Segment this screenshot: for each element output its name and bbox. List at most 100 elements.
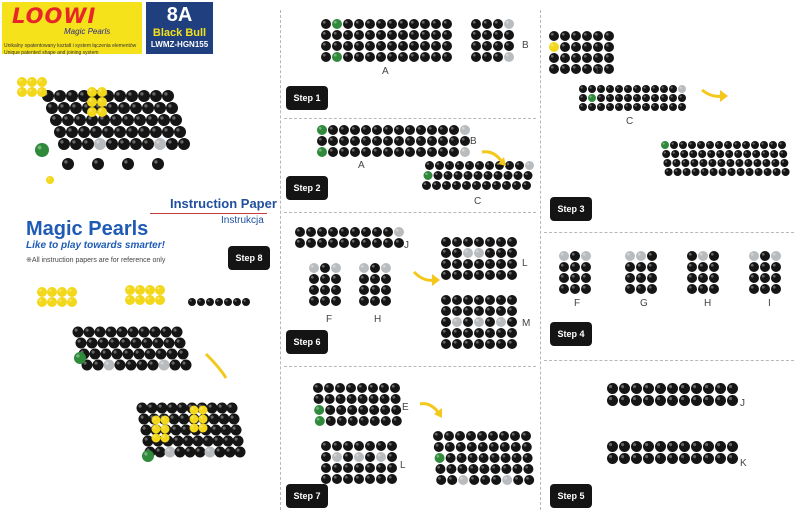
pearl-highlight	[705, 385, 709, 389]
pearl	[54, 90, 66, 102]
pearl-highlight	[682, 160, 686, 163]
pearl-highlight	[322, 464, 326, 468]
pearl-highlight	[464, 340, 468, 344]
pearl	[320, 296, 330, 306]
pearl	[376, 19, 386, 29]
pearl	[778, 141, 786, 149]
step-1-part-a-grid	[321, 19, 452, 62]
part-label-b: B	[470, 136, 477, 147]
pearl-highlight	[501, 443, 505, 447]
pearl-highlight	[525, 465, 529, 469]
pearl-highlight	[690, 151, 693, 154]
pearl	[651, 94, 659, 102]
pearl	[160, 424, 170, 434]
pearl-highlight	[691, 160, 695, 163]
pearl	[524, 475, 535, 485]
pearl-highlight	[486, 340, 490, 344]
pearl	[320, 285, 330, 295]
pearl	[681, 159, 690, 167]
pearl-highlight	[497, 238, 501, 242]
pearl-highlight	[56, 92, 60, 96]
step-6-part-j	[295, 227, 404, 248]
pearl	[521, 431, 531, 441]
pearl-highlight	[310, 275, 314, 279]
pearl	[472, 181, 481, 190]
pearl	[715, 395, 726, 406]
pearl-highlight	[388, 42, 392, 46]
pearl	[512, 181, 521, 190]
pearl-highlight	[605, 65, 609, 69]
pearl-highlight	[338, 406, 341, 410]
pearl	[691, 168, 700, 176]
pearl-highlight	[406, 126, 410, 130]
pearl	[733, 141, 741, 149]
pearl	[166, 138, 178, 150]
pearl-highlight	[355, 442, 359, 446]
pearl-highlight	[226, 448, 230, 452]
pearl	[314, 405, 325, 415]
pearl-highlight	[336, 384, 340, 388]
pearl	[597, 103, 605, 111]
pearl-highlight	[513, 454, 517, 458]
pearl-highlight	[366, 42, 370, 46]
pearl	[372, 227, 382, 237]
pearl-highlight	[781, 160, 785, 163]
pearl-highlight	[84, 104, 88, 108]
pearl-highlight	[681, 385, 685, 389]
pearl-highlight	[508, 271, 512, 275]
pearl	[98, 114, 110, 126]
pearl	[138, 413, 150, 425]
pearl-highlight	[156, 140, 160, 144]
pearl-highlight	[465, 172, 468, 176]
pearl	[394, 238, 404, 248]
pearl	[383, 147, 393, 157]
pearl	[182, 435, 194, 447]
pearl	[474, 295, 484, 305]
pearl-highlight	[437, 465, 441, 469]
pearl	[357, 394, 368, 404]
part-label-m: M	[522, 318, 531, 329]
pearl	[390, 383, 400, 393]
pearl	[452, 328, 462, 338]
pearl-highlight	[72, 104, 76, 108]
pearl	[381, 285, 391, 295]
pearl	[615, 103, 623, 111]
pearl-highlight	[142, 426, 146, 430]
pearl	[325, 405, 336, 415]
pearl-highlight	[204, 437, 208, 441]
pearl-highlight	[58, 288, 62, 292]
pearl-highlight	[486, 307, 490, 311]
pearl	[651, 103, 659, 111]
pearl	[727, 453, 738, 464]
pearl	[664, 168, 673, 176]
pearl-highlight	[625, 86, 628, 89]
pearl-highlight	[153, 417, 156, 420]
pearl-highlight	[200, 416, 203, 419]
pearl-highlight	[179, 350, 183, 354]
pearl	[37, 297, 47, 307]
pearl	[772, 168, 781, 176]
pearl	[491, 475, 502, 485]
pearl	[325, 416, 336, 426]
pearl	[180, 424, 192, 436]
pearl	[92, 359, 104, 371]
pearl-highlight	[514, 465, 518, 469]
pearl	[168, 413, 180, 425]
pearl	[361, 238, 371, 248]
pearl-highlight	[28, 78, 32, 82]
pearl	[361, 136, 371, 146]
pearl-highlight	[616, 104, 619, 107]
pearl-highlight	[475, 271, 479, 275]
pearl-highlight	[442, 238, 446, 242]
pearl	[647, 251, 657, 261]
pearl	[643, 395, 654, 406]
pearl-highlight	[475, 307, 479, 311]
pearl	[103, 359, 115, 371]
pearl-highlight	[515, 172, 518, 176]
pearl-highlight	[83, 361, 87, 365]
pearl-highlight	[366, 464, 370, 468]
pearl	[502, 475, 513, 485]
pearl	[125, 285, 135, 295]
pearl	[317, 136, 327, 146]
pearl	[501, 464, 512, 474]
